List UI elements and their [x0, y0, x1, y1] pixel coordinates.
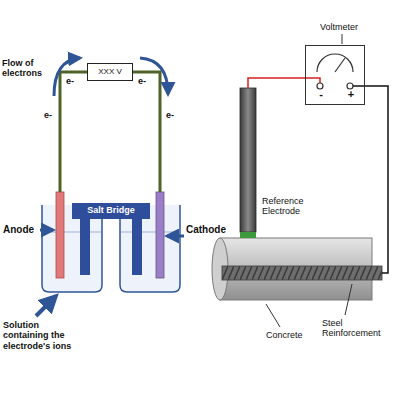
- steel-label: Steel Reinforcement: [322, 318, 394, 339]
- salt-bridge-leg: [80, 219, 90, 275]
- anode-label: Anode: [3, 224, 34, 236]
- black-wire: [353, 86, 388, 273]
- solution-level: [121, 232, 179, 233]
- electron-label: e-: [66, 76, 74, 86]
- solution-level: [43, 232, 101, 233]
- voltage-display: XXX V: [87, 63, 133, 81]
- cathode-arrow: [167, 235, 184, 238]
- node-text: Salt Bridge: [87, 206, 135, 216]
- flow-arrow: [54, 58, 80, 96]
- node-text: XXX V: [98, 68, 122, 77]
- leader-line: [266, 304, 280, 327]
- rebar: [222, 266, 382, 280]
- anode-arrow: [40, 229, 53, 232]
- cathode-electrode: [156, 192, 164, 278]
- electrode-tip: [240, 232, 256, 238]
- leader-line: [345, 284, 352, 315]
- voltmeter-label: Voltmeter: [320, 22, 358, 32]
- solution-label: Solution containing the electrode's ions: [3, 320, 85, 351]
- salt-bridge-leg: [132, 219, 142, 275]
- wire: [60, 72, 87, 192]
- solution-arrow: [36, 296, 56, 316]
- leader-line: [342, 34, 343, 44]
- anode-electrode: [56, 192, 64, 278]
- voltmeter: -+: [305, 45, 365, 105]
- reference-electrode: [240, 88, 256, 232]
- gauge-arc: [317, 54, 353, 72]
- salt-bridge: Salt Bridge: [72, 203, 150, 219]
- flow-label: Flow of electrons: [2, 58, 50, 79]
- node-text: +: [346, 88, 356, 100]
- gauge-needle: [335, 58, 345, 72]
- electron-label: e-: [166, 110, 174, 120]
- red-wire: [248, 78, 320, 88]
- node-text: -: [316, 88, 326, 100]
- voltmeter-body: [305, 45, 365, 105]
- electrode-label: Reference Electrode: [262, 196, 322, 217]
- electron-label: e-: [138, 76, 146, 86]
- electron-label: e-: [44, 110, 52, 120]
- wire: [133, 72, 160, 192]
- concrete-label: Concrete: [266, 330, 303, 340]
- cathode-label: Cathode: [186, 224, 226, 236]
